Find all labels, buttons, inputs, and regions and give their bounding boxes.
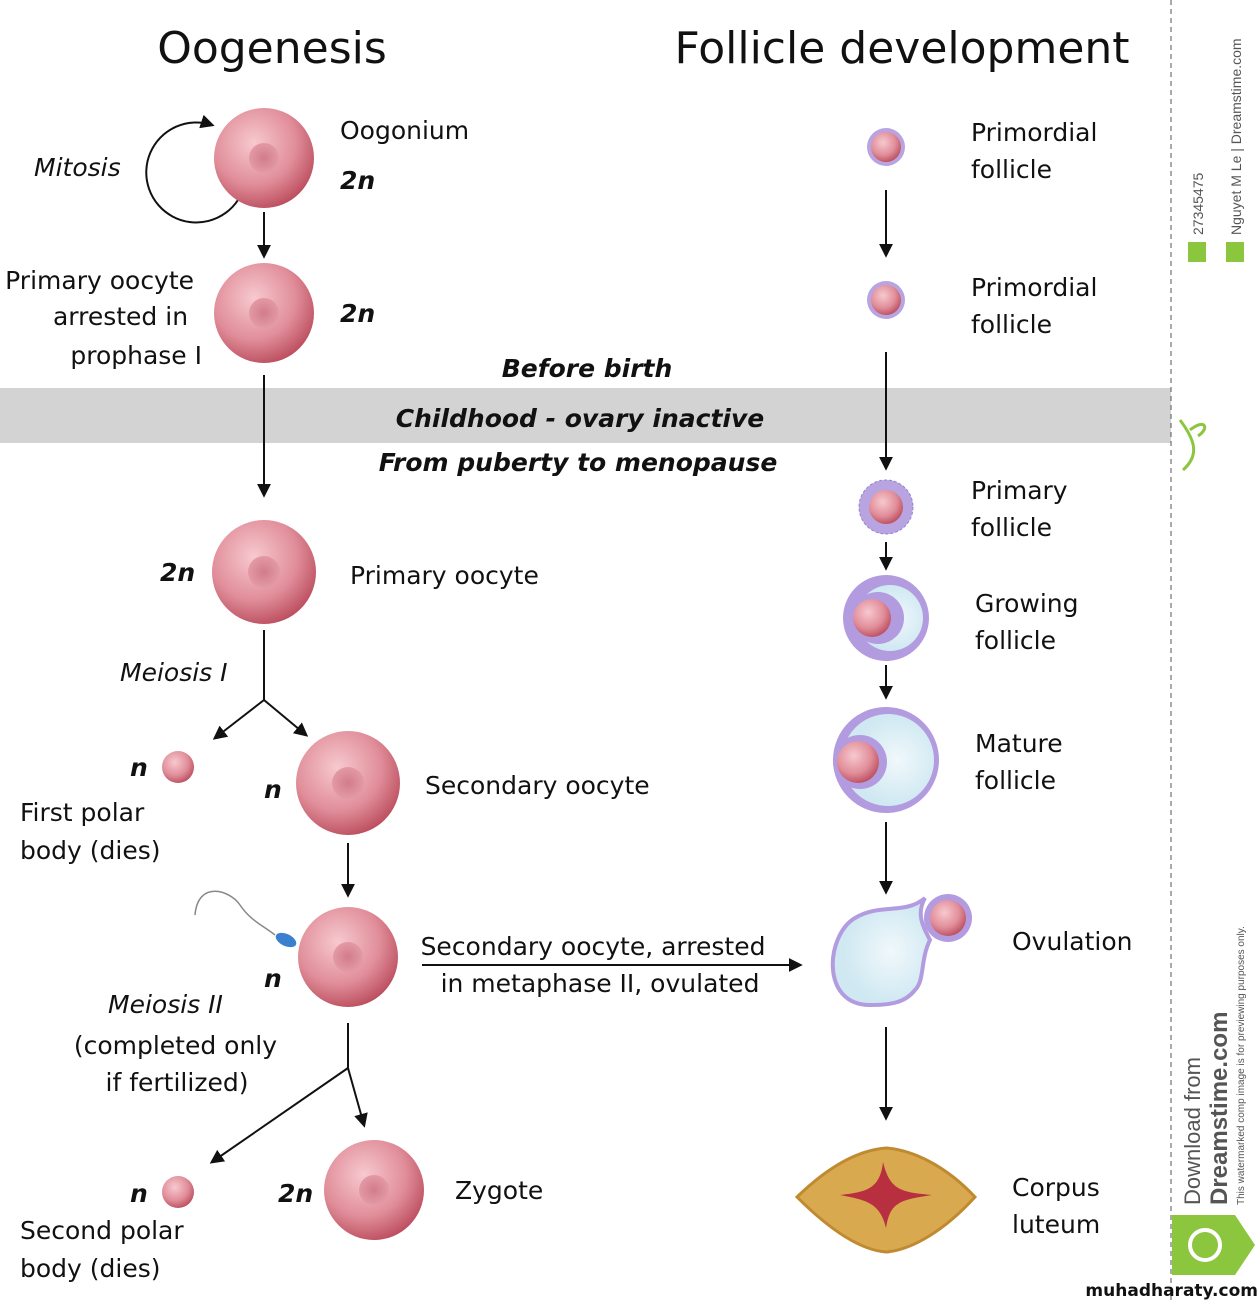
- growing-follicle: [843, 575, 929, 661]
- spiral-icon: [1188, 1228, 1222, 1262]
- meiosis1-branch-arrows: [212, 630, 309, 740]
- before-birth-label: Before birth: [502, 354, 673, 383]
- watermark-notice: This watermarked comp image is for previ…: [1236, 926, 1247, 1205]
- mitosis-loop-arrow: [145, 114, 239, 224]
- puberty-label: From puberty to menopause: [379, 448, 778, 477]
- childhood-label: Childhood - ovary inactive: [396, 404, 765, 433]
- mature-follicle: [833, 707, 939, 813]
- secondary-oocyte-ploidy: n: [264, 775, 282, 804]
- brand-text: Dreamstime.com: [1206, 1012, 1233, 1205]
- oogonium-ploidy: 2n: [340, 166, 375, 195]
- second-polar-ploidy: n: [130, 1179, 148, 1208]
- zygote-cell: [324, 1140, 424, 1240]
- primary-follicle: [858, 479, 914, 535]
- corpus-luteum: [794, 1146, 978, 1254]
- id-badge-icon: [1188, 242, 1206, 262]
- secondary-oocyte-label: Secondary oocyte: [425, 771, 650, 800]
- download-text: Download from: [1180, 1057, 1205, 1205]
- ovulated-label: Secondary oocyte, arrested in metaphase …: [421, 932, 774, 998]
- secondary-oocyte-ovulated-cell: [298, 907, 398, 1007]
- watermark-strip: 27345475 Nguyet M Le | Dreamstime.com Do…: [1085, 38, 1258, 1300]
- meiosis2-label: Meiosis II (completed only if fertilized…: [74, 990, 282, 1097]
- oogonium-label: Oogonium: [340, 116, 469, 145]
- primary-oocyte-label: Primary oocyte: [350, 561, 539, 590]
- mitosis-label: Mitosis: [34, 153, 121, 182]
- sperm-icon: [194, 890, 297, 948]
- primary-oocyte-arrested-cell: [214, 263, 314, 363]
- primary-arrested-label: Primary oocyte arrested in prophase I: [5, 266, 202, 370]
- second-polar-label: Second polar body (dies): [20, 1216, 192, 1283]
- footer-site: muhadharaty.com: [1085, 1281, 1258, 1300]
- zygote-label: Zygote: [455, 1176, 543, 1205]
- ovulation-follicle: [830, 894, 972, 1008]
- author-credit: Nguyet M Le | Dreamstime.com: [1228, 38, 1244, 235]
- oogenesis-title: Oogenesis: [157, 23, 387, 74]
- dreamstime-logo-icon: [1172, 1215, 1255, 1275]
- follicle-title: Follicle development: [674, 23, 1129, 74]
- meiosis1-label: Meiosis I: [120, 658, 228, 687]
- first-polar-ploidy: n: [130, 753, 148, 782]
- copyright-badge-icon: [1226, 242, 1244, 262]
- primary-oocyte-cell: [212, 520, 316, 624]
- second-polar-body: [162, 1176, 194, 1208]
- scissors-icon: [1178, 419, 1207, 472]
- primordial-follicle-2: [867, 281, 905, 319]
- oogonium-cell: [214, 108, 314, 208]
- meiosis2-branch-arrows: [209, 1023, 368, 1164]
- image-id: 27345475: [1190, 172, 1206, 235]
- ovulation-label: Ovulation: [1012, 927, 1132, 956]
- primary-oocyte-ploidy: 2n: [160, 558, 195, 587]
- secondary-oocyte-cell: [296, 731, 400, 835]
- first-polar-body: [162, 751, 194, 783]
- first-polar-label: First polar body (dies): [20, 798, 161, 865]
- primordial-follicle-1: [867, 128, 905, 166]
- ovulated-ploidy: n: [264, 964, 282, 993]
- zygote-ploidy: 2n: [278, 1179, 313, 1208]
- primary-arrested-ploidy: 2n: [340, 299, 375, 328]
- childhood-band: [0, 388, 1171, 443]
